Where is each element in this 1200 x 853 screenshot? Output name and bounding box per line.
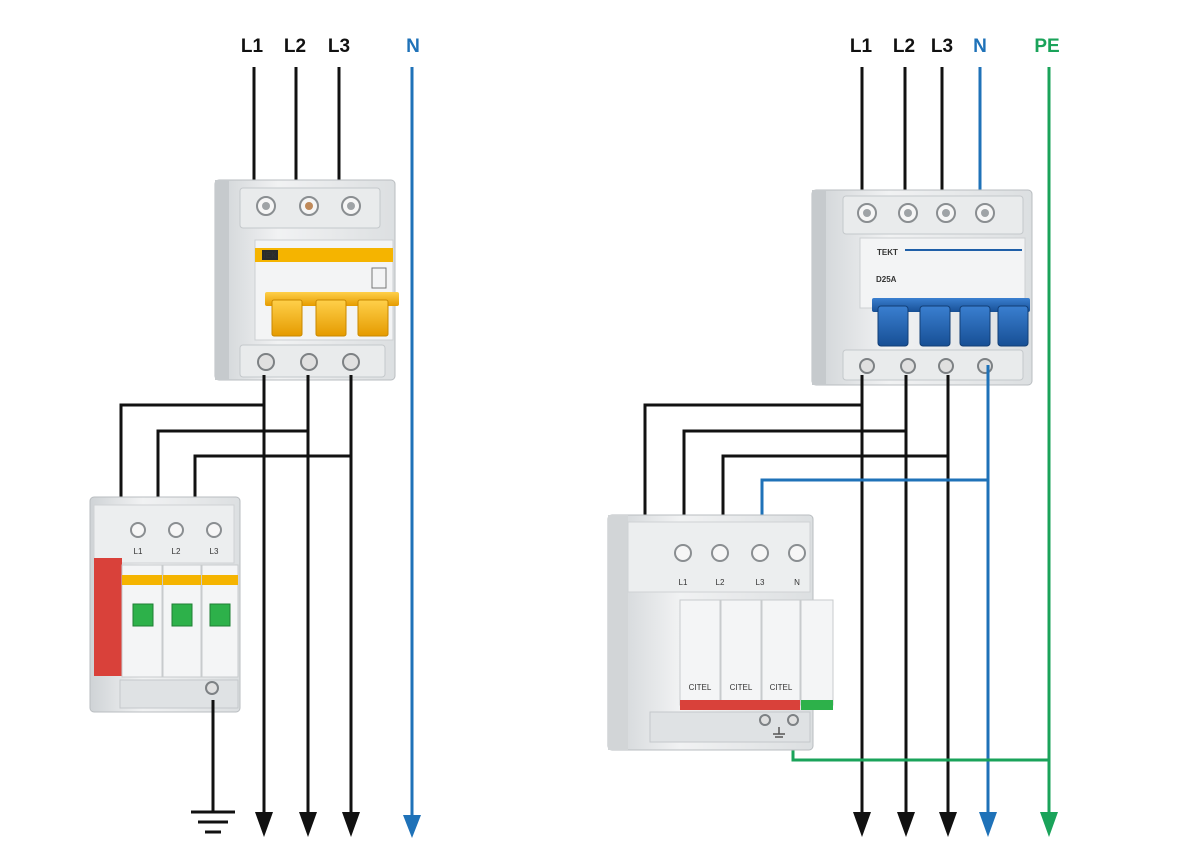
right-breaker-screw-bottom-4 <box>977 358 993 374</box>
ground-icon <box>191 810 235 834</box>
left-spd-pole-l2: L2 <box>172 547 181 556</box>
right-spd-terminal-l1: L1 <box>679 578 688 587</box>
right-breaker-handle-1 <box>877 305 909 347</box>
right-pe-arrow <box>1040 812 1058 837</box>
left-scheme: L1 L2 L3 N IEK <box>89 36 421 838</box>
right-spd-pe-screw-1 <box>759 714 771 726</box>
right-breaker-screw-bottom-2 <box>900 358 916 374</box>
left-l1-arrow <box>255 812 273 837</box>
left-spd-screw-3 <box>206 522 222 538</box>
left-label-l3: L3 <box>328 36 350 57</box>
right-spd-screw-4 <box>788 544 806 562</box>
right-spd-pe-screw-2 <box>787 714 799 726</box>
svg-text:IEK: IEK <box>264 251 278 260</box>
right-spd-green-stripe <box>801 700 833 710</box>
left-breaker-screw-bottom-2 <box>300 353 318 371</box>
left-spd-screw-1 <box>130 522 146 538</box>
left-spd-pole-l1: L1 <box>134 547 143 556</box>
right-breaker: TEKT D25A <box>811 189 1033 386</box>
right-spd-screw-3 <box>751 544 769 562</box>
right-breaker-rating: D25A <box>876 275 897 284</box>
right-spd-pe-wire <box>791 735 1049 762</box>
right-l1-arrow <box>853 812 871 837</box>
right-spd: L1 L2 L3 N CITEL CITEL CITEL <box>607 514 834 751</box>
right-spd-screw-2 <box>711 544 729 562</box>
left-spd-tap-l3 <box>193 454 351 505</box>
right-spd-tap-l1 <box>643 403 862 522</box>
right-spd-tap-l3 <box>721 454 948 522</box>
right-label-l1: L1 <box>850 36 873 57</box>
right-spd-tap-n <box>760 478 988 522</box>
right-n-arrow <box>979 812 997 837</box>
right-breaker-handle-2 <box>919 305 951 347</box>
right-breaker-handle-4 <box>997 305 1029 347</box>
right-spd-screw-1 <box>674 544 692 562</box>
right-spd-tap-l2 <box>682 429 906 522</box>
left-breaker-handle-1 <box>271 299 303 337</box>
right-spd-brand-3: CITEL <box>770 683 793 692</box>
left-spd-pole-l3: L3 <box>210 547 219 556</box>
left-l2-arrow <box>299 812 317 837</box>
left-spd-indicator-3 <box>209 603 231 627</box>
right-spd-terminal-l3: L3 <box>756 578 765 587</box>
right-l2-arrow <box>897 812 915 837</box>
left-l3-arrow <box>342 812 360 837</box>
right-scheme: L1 L2 L3 N PE TEKT D25A <box>607 36 1060 837</box>
right-breaker-screw-bottom-1 <box>859 358 875 374</box>
right-label-l3: L3 <box>931 36 953 57</box>
right-label-pe: PE <box>1034 36 1059 57</box>
left-spd-tap-l2 <box>156 429 308 505</box>
left-breaker-screw-bottom-3 <box>342 353 360 371</box>
left-breaker-yellow-stripe <box>255 248 393 262</box>
left-label-l2: L2 <box>284 36 306 57</box>
tekt-logo: TEKT <box>877 248 898 257</box>
left-breaker: IEK <box>214 179 399 381</box>
right-label-n: N <box>973 36 987 57</box>
left-spd: L1 L2 L3 <box>89 496 241 713</box>
left-spd-indicator-2 <box>171 603 193 627</box>
right-label-l2: L2 <box>893 36 915 57</box>
right-spd-terminal-n: N <box>794 578 800 587</box>
iek-logo-icon <box>262 250 278 260</box>
right-breaker-handle-3 <box>959 305 991 347</box>
left-label-l1: L1 <box>241 36 264 57</box>
right-l3-arrow <box>939 812 957 837</box>
right-breaker-handle-bar <box>872 298 1030 312</box>
left-spd-screw-2 <box>168 522 184 538</box>
left-breaker-handle-2 <box>315 299 347 337</box>
left-spd-indicator-1 <box>132 603 154 627</box>
right-spd-ground-icon <box>773 727 785 738</box>
left-breaker-handle-3 <box>357 299 389 337</box>
left-spd-earth-screw <box>205 681 219 695</box>
left-label-n: N <box>406 36 420 57</box>
right-spd-red-stripe <box>680 700 800 710</box>
left-spd-tap-l1 <box>119 403 264 505</box>
right-spd-terminal-l2: L2 <box>716 578 725 587</box>
right-spd-brand-2: CITEL <box>730 683 753 692</box>
left-breaker-screw-bottom-1 <box>257 353 275 371</box>
left-spd-red-side <box>94 558 122 676</box>
left-n-arrow <box>403 815 421 838</box>
right-spd-brand-1: CITEL <box>689 683 712 692</box>
right-breaker-screw-bottom-3 <box>938 358 954 374</box>
